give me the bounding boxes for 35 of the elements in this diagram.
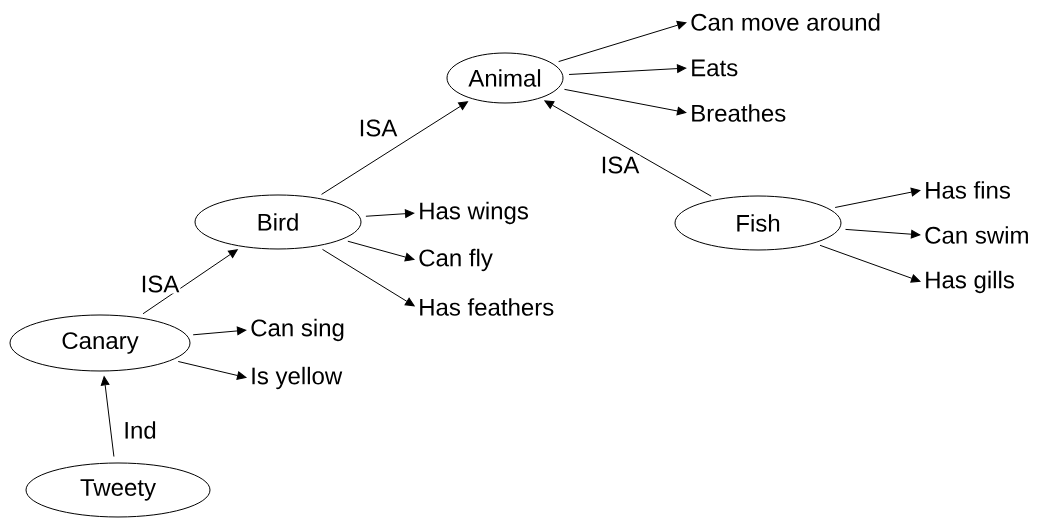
arrow xyxy=(558,20,687,63)
arrow xyxy=(845,228,921,239)
arrow xyxy=(321,101,468,195)
property-text: Is yellow xyxy=(252,366,343,390)
ellipse-node: Bird xyxy=(194,194,362,250)
property-text: Has gills xyxy=(926,270,1014,294)
edge-label: Ind xyxy=(122,420,158,440)
property-text: Eats xyxy=(692,59,738,77)
arrow xyxy=(568,64,687,75)
arrow xyxy=(322,248,415,307)
property-text: Has feathers xyxy=(420,298,554,316)
property-text: Has wings xyxy=(420,201,528,225)
arrow xyxy=(819,244,921,283)
ellipse-node: Canary xyxy=(9,314,191,372)
property-text: Can fly xyxy=(419,248,493,272)
arrow xyxy=(177,361,247,380)
property-text: Can swim xyxy=(925,226,1028,244)
arrow xyxy=(142,249,238,315)
arrow xyxy=(192,326,247,336)
arrow xyxy=(544,100,712,197)
property-text: Has fins xyxy=(926,181,1010,199)
edge-label: ISA xyxy=(599,155,641,175)
property-text: Can sing xyxy=(251,318,344,342)
arrow xyxy=(347,240,415,262)
edge-label: ISA xyxy=(139,274,181,294)
ellipse-node: Fish xyxy=(674,195,842,251)
ellipse-node: Animal xyxy=(446,52,564,104)
arrow xyxy=(834,187,921,208)
property-text: Breathes xyxy=(692,104,786,122)
property-text: Can move around xyxy=(691,13,880,31)
edge-label: ISA xyxy=(357,118,399,138)
arrow xyxy=(365,209,415,218)
ellipse-node: Tweety xyxy=(25,462,211,518)
arrow xyxy=(563,88,687,116)
arrow xyxy=(100,376,115,458)
